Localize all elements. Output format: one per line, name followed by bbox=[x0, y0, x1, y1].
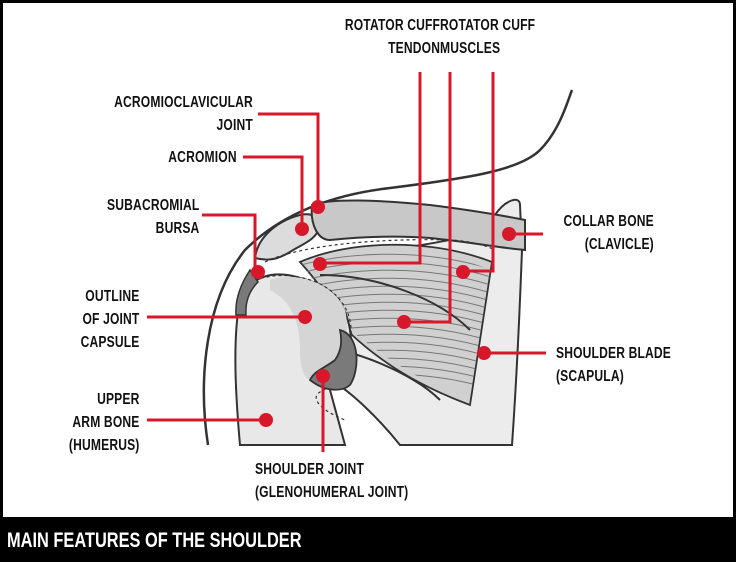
leader-lines bbox=[147, 72, 546, 452]
label-line: OUTLINE bbox=[84, 288, 139, 305]
label-outline-of-joint-capsule: OUTLINE OF JOINT CAPSULE bbox=[80, 285, 139, 354]
label-line: CAPSULE bbox=[80, 334, 139, 351]
label-line: (GLENOHUMERAL JOINT) bbox=[255, 484, 409, 501]
label-line: ACROMION bbox=[168, 149, 237, 166]
dot-humerus bbox=[259, 413, 273, 427]
leader-rotator-cuff-muscles-2 bbox=[465, 72, 495, 273]
caption-bar: MAIN FEATURES OF THE SHOULDER bbox=[0, 520, 736, 562]
label-acromion: ACROMION bbox=[169, 146, 237, 169]
dot-collar-bone bbox=[502, 227, 516, 241]
label-line: OF JOINT bbox=[81, 311, 139, 328]
dot-joint-capsule bbox=[298, 310, 312, 324]
label-line: ACROMIOCLAVICULAR bbox=[114, 94, 253, 111]
label-upper-arm-bone: UPPER ARM BONE (HUMERUS) bbox=[68, 388, 139, 457]
label-line: (HUMERUS) bbox=[68, 437, 139, 454]
label-line: TENDON bbox=[388, 40, 440, 57]
label-rotator-cuff-muscles: ROTATOR CUFF MUSCLES bbox=[440, 14, 535, 60]
dot-rotator-cuff-muscles-1 bbox=[397, 315, 411, 329]
label-line: ROTATOR CUFF bbox=[344, 17, 440, 34]
label-line: (SCAPULA) bbox=[556, 368, 624, 385]
label-dots bbox=[251, 200, 516, 427]
label-line: SUBACROMIAL bbox=[106, 197, 199, 214]
label-acromioclavicular-joint: ACROMIOCLAVICULAR JOINT bbox=[114, 91, 253, 137]
label-line: SHOULDER BLADE bbox=[556, 345, 672, 362]
caption-title: MAIN FEATURES OF THE SHOULDER bbox=[7, 529, 302, 552]
dot-subacromial bbox=[251, 265, 265, 279]
label-line: SHOULDER JOINT bbox=[255, 461, 364, 478]
label-line: (CLAVICLE) bbox=[584, 236, 654, 253]
label-line: COLLAR BONE bbox=[563, 213, 654, 230]
dot-acromion bbox=[295, 222, 309, 236]
acromion-shape bbox=[253, 213, 322, 261]
skin-outline bbox=[202, 89, 574, 446]
label-subacromial-bursa: SUBACROMIAL BURSA bbox=[107, 194, 199, 240]
label-shoulder-blade: SHOULDER BLADE (SCAPULA) bbox=[556, 342, 671, 388]
leader-rotator-cuff-tendon bbox=[322, 72, 422, 265]
leader-subacromial bbox=[202, 213, 257, 270]
dot-scapula bbox=[477, 346, 491, 360]
joint-capsule-outline bbox=[254, 274, 352, 421]
label-line: ROTATOR CUFF bbox=[440, 17, 536, 34]
dot-rotator-cuff-tendon bbox=[313, 257, 327, 271]
label-line: BURSA bbox=[155, 220, 199, 237]
label-line: MUSCLES bbox=[440, 40, 501, 57]
muscle-boundary-line bbox=[319, 274, 471, 331]
clavicle-shape bbox=[310, 199, 526, 252]
humeral-cartilage bbox=[235, 268, 259, 316]
label-line: ARM BONE bbox=[71, 414, 139, 431]
diagram-frame: ROTATOR CUFF TENDON ROTATOR CUFF MUSCLES… bbox=[3, 3, 733, 517]
leader-acromioclavicular bbox=[258, 112, 320, 207]
label-line: UPPER bbox=[96, 391, 139, 408]
dot-rotator-cuff-muscles-2 bbox=[456, 265, 470, 279]
label-shoulder-joint: SHOULDER JOINT (GLENOHUMERAL JOINT) bbox=[255, 458, 408, 504]
label-rotator-cuff-tendon: ROTATOR CUFF TENDON bbox=[345, 14, 440, 60]
label-collar-bone: COLLAR BONE (CLAVICLE) bbox=[564, 210, 654, 256]
humeral-head bbox=[270, 276, 348, 381]
label-line: JOINT bbox=[216, 117, 253, 134]
shoulder-anatomy-illustration bbox=[147, 72, 574, 452]
dot-acromioclavicular bbox=[311, 200, 325, 214]
dot-shoulder-joint bbox=[316, 369, 330, 383]
leader-acromion bbox=[243, 155, 304, 226]
leader-rotator-cuff-muscles-1 bbox=[408, 72, 452, 324]
